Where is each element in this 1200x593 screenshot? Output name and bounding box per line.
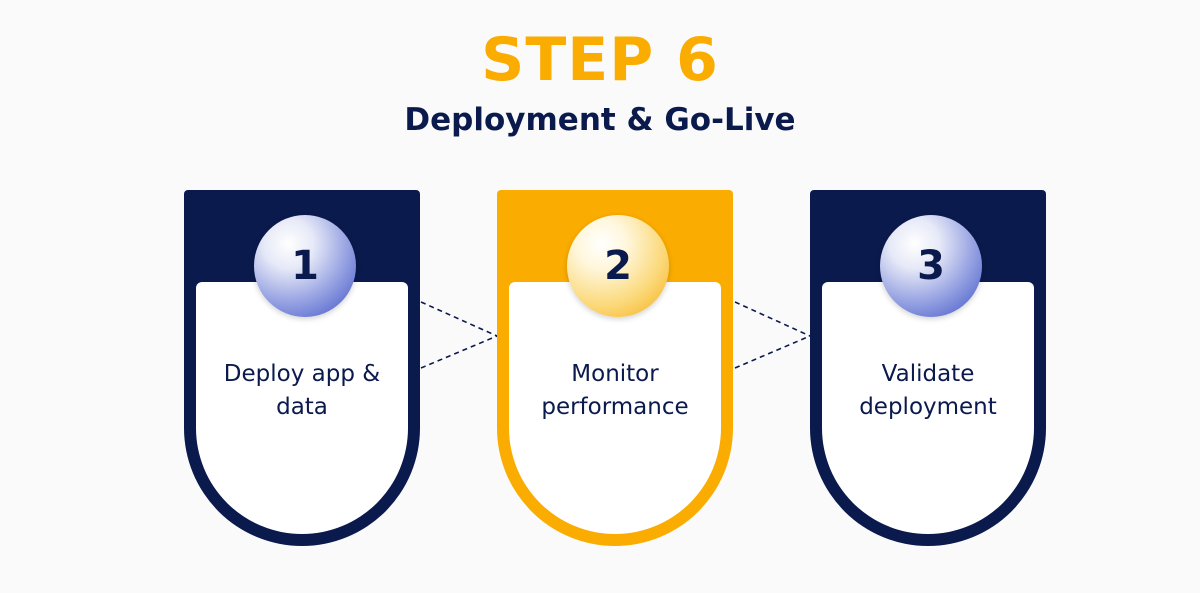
step-description-3-line-1: Validate — [881, 361, 975, 387]
step-title: STEP 6 — [481, 25, 719, 95]
step-card-3: 3 Validate deployment — [810, 190, 1046, 546]
step-card-body-2: Monitor performance — [509, 282, 721, 534]
step-description-2-line-1: Monitor — [571, 361, 659, 387]
step-description-3: Validate deployment — [822, 358, 1034, 424]
connector-1-2-upper — [420, 301, 498, 337]
step-number-badge-1: 1 — [254, 215, 356, 317]
step-card-2: 2 Monitor performance — [497, 190, 733, 546]
step-card-1: 1 Deploy app & data — [184, 190, 420, 546]
step-description-1: Deploy app & data — [196, 358, 408, 424]
connector-2-3-upper — [734, 301, 811, 337]
connector-2-3-lower — [734, 335, 811, 369]
step-number-badge-3: 3 — [880, 215, 982, 317]
step-description-1-line-2: data — [276, 394, 328, 420]
step-description-1-line-1: Deploy app & — [223, 361, 381, 387]
step-description-2-line-2: performance — [541, 394, 689, 420]
step-number-badge-2: 2 — [567, 215, 669, 317]
step-description-3-line-2: deployment — [859, 394, 997, 420]
connector-1-2-lower — [420, 335, 498, 369]
step-card-body-1: Deploy app & data — [196, 282, 408, 534]
step-subtitle: Deployment & Go-Live — [404, 102, 796, 138]
step-description-2: Monitor performance — [509, 358, 721, 424]
step-card-body-3: Validate deployment — [822, 282, 1034, 534]
